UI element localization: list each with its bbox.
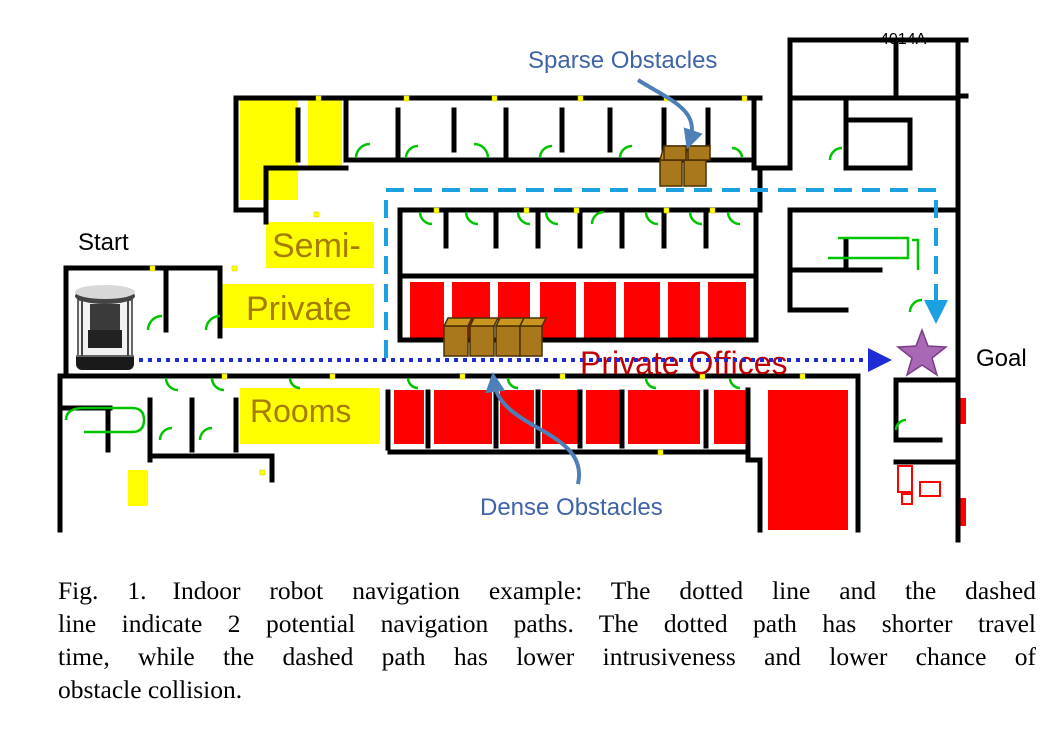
figure-caption: Fig. 1. Indoor robot navigation example: …: [58, 574, 1036, 706]
robot-icon: [75, 285, 135, 370]
room-cut-label: 4014A: [880, 31, 927, 48]
sparse-obstacle-boxes: [659, 145, 711, 187]
goal-star-icon: [895, 327, 949, 377]
semi-private-rooms: [128, 100, 380, 506]
dense-obstacles-label: Dense Obstacles: [480, 494, 663, 521]
start-label: Start: [78, 229, 129, 256]
doors: [64, 142, 923, 441]
rooms-label: Rooms: [250, 393, 351, 429]
dense-pointer-arrow: [485, 372, 582, 485]
caption-line-1: Fig. 1. Indoor robot navigation example: …: [58, 574, 1036, 607]
sparse-obstacles-label: Sparse Obstacles: [528, 47, 717, 74]
private-offices-label: Private Offices: [580, 345, 787, 381]
lower-right-fixtures: [897, 465, 941, 505]
goal-label: Goal: [976, 345, 1027, 372]
figure-label: Fig. 1.: [58, 576, 147, 605]
walls: [57, 37, 969, 543]
dashed-path: [384, 188, 948, 358]
semi-label: Semi-: [272, 227, 361, 265]
private-label: Private: [246, 290, 352, 328]
caption-text-1: Indoor robot navigation example: The dot…: [172, 576, 1036, 605]
caption-line-3: time, while the dashed path has lower in…: [58, 642, 1036, 671]
caption-line-4: obstacle collision.: [58, 675, 243, 704]
caption-line-2: line indicate 2 potential navigation pat…: [58, 609, 1036, 638]
sparse-pointer-arrow: [636, 78, 703, 150]
floorplan-figure: Semi- Private Rooms Private Offices Spar…: [57, 31, 1027, 543]
dense-obstacle-boxes: [442, 317, 548, 357]
